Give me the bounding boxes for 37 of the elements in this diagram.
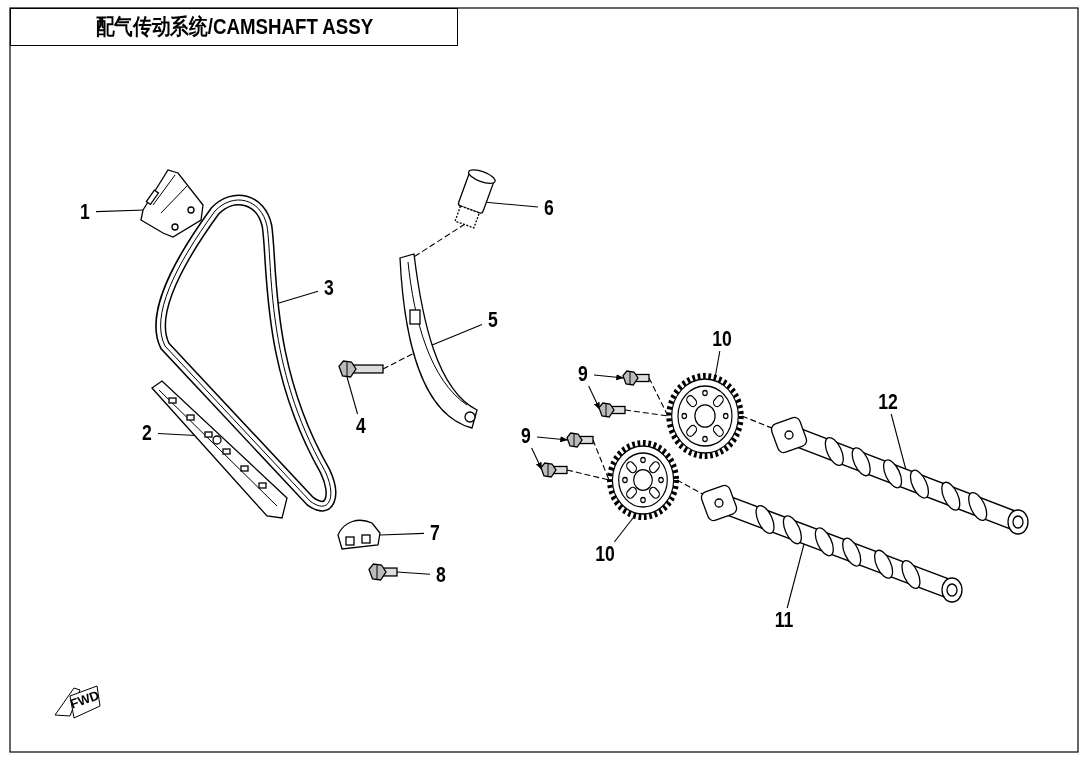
leader-line xyxy=(786,543,805,609)
callout-number: 7 xyxy=(426,521,444,545)
leader-line xyxy=(613,517,634,543)
assembly-line xyxy=(648,377,669,417)
leader-line xyxy=(890,413,907,471)
bolt-drawing xyxy=(622,370,650,386)
leader-line xyxy=(588,385,601,411)
leader-line xyxy=(593,374,625,381)
bolt-drawing xyxy=(598,402,626,418)
callout-number: 5 xyxy=(484,308,502,332)
callout-number: 10 xyxy=(709,327,735,351)
bolt-drawing xyxy=(338,360,384,378)
assembly-line xyxy=(566,469,610,481)
leader-line xyxy=(346,376,359,415)
callout-number: 4 xyxy=(352,414,370,438)
callout-number: 1 xyxy=(76,200,94,224)
callout-number: 8 xyxy=(432,563,450,587)
callout-number: 12 xyxy=(875,390,901,414)
diagram-title: 配气传动系统/CAMSHAFT ASSY xyxy=(95,13,373,41)
camshaft-drawing xyxy=(702,486,964,604)
bolt-drawing xyxy=(540,462,568,478)
callout-number: 10 xyxy=(592,542,618,566)
direction-label: FWD xyxy=(68,688,102,712)
bolt-drawing xyxy=(368,563,398,581)
leader-line xyxy=(536,436,569,443)
leader-line xyxy=(95,209,146,213)
leader-line xyxy=(379,532,425,536)
callout-number: 3 xyxy=(320,276,338,300)
callout-number: 9 xyxy=(517,424,535,448)
callout-number: 9 xyxy=(574,362,592,386)
leader-line xyxy=(531,447,543,471)
callout-number: 11 xyxy=(771,608,797,632)
callout-number: 6 xyxy=(540,196,558,220)
callout-number: 2 xyxy=(138,421,156,445)
bolt-drawing xyxy=(566,432,594,448)
assembly-line xyxy=(592,439,610,481)
camshaft-drawing xyxy=(772,418,1030,536)
